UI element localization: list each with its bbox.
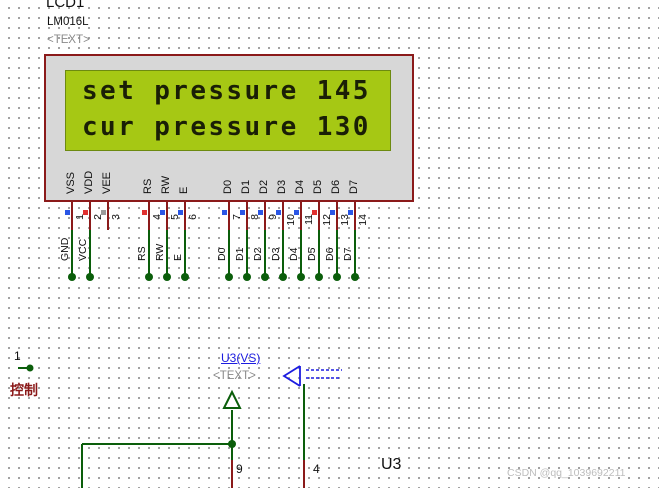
net-label-d6: D6: [324, 247, 336, 261]
lcd-line-1: set pressure 145: [82, 76, 371, 106]
lcd-display-screen: set pressure 145 cur pressure 130: [65, 70, 391, 151]
net-label-d3: D3: [270, 247, 282, 261]
pin-4-label: 4: [313, 462, 320, 476]
junction-dot: [145, 273, 153, 281]
net-label-rw: RW: [154, 243, 166, 261]
junction-dot: [26, 364, 34, 372]
pin-state-indicator: [83, 210, 88, 215]
net-label-gnd: GND: [59, 237, 71, 261]
junction-dot: [68, 273, 76, 281]
junction-dot: [225, 273, 233, 281]
junction-dot: [243, 273, 251, 281]
junction-dot: [86, 273, 94, 281]
pin-number: 8: [249, 214, 261, 220]
net-label-vcc: VCC: [77, 238, 89, 261]
pin-state-indicator: [178, 210, 183, 215]
junction-dot: [297, 273, 305, 281]
pin-state-indicator: [101, 210, 106, 215]
pin-state-indicator: [160, 210, 165, 215]
pin-9-label: 9: [236, 462, 243, 476]
junction-dot: [181, 273, 189, 281]
pin-number: 9: [267, 214, 279, 220]
net-label-rs: RS: [136, 246, 148, 261]
pin-number: 7: [231, 214, 243, 220]
net-label-d2: D2: [252, 247, 264, 261]
net-label-d0: D0: [216, 247, 228, 261]
watermark: CSDN @qq_1039692211: [507, 467, 626, 479]
power-text-placeholder: <TEXT>: [213, 370, 256, 382]
pin-number: 14: [357, 214, 369, 226]
pin-state-indicator: [348, 210, 353, 215]
net-label-d5: D5: [306, 247, 318, 261]
net-label-d7: D7: [342, 247, 354, 261]
net-label-d1: D1: [234, 247, 246, 261]
pin-state-indicator: [65, 210, 70, 215]
power-label: U3(VS): [221, 351, 261, 365]
component-text-placeholder: <TEXT>: [47, 34, 90, 46]
net-label-e: E: [172, 253, 184, 261]
pin-state-indicator: [312, 210, 317, 215]
junction-dot: [163, 273, 171, 281]
pin-state-indicator: [142, 210, 147, 215]
pin-state-indicator: [258, 210, 263, 215]
probe-icon: [282, 365, 301, 387]
pin-state-indicator: [240, 210, 245, 215]
net-label-d4: D4: [288, 247, 300, 261]
power-terminal-arrow: [222, 389, 242, 409]
junction-dot: [261, 273, 269, 281]
junction-dot: [228, 440, 236, 448]
lcd-line-2: cur pressure 130: [82, 112, 371, 142]
junction-dot: [333, 273, 341, 281]
pin-state-indicator: [222, 210, 227, 215]
pin-number: 4: [151, 214, 163, 220]
pin-state-indicator: [294, 210, 299, 215]
pin-number: 2: [92, 214, 104, 220]
pin-number: 5: [169, 214, 181, 220]
pin-number: 3: [110, 214, 122, 220]
pin-state-indicator: [330, 210, 335, 215]
pin-state-indicator: [276, 210, 281, 215]
pin-number: 6: [187, 214, 199, 220]
u3-label: U3: [381, 456, 402, 473]
junction-dot: [315, 273, 323, 281]
junction-dot: [279, 273, 287, 281]
junction-dot: [351, 273, 359, 281]
left-net-label: 控制: [10, 382, 38, 398]
component-part-label: LM016L: [47, 16, 89, 28]
pin-number: 1: [74, 214, 86, 220]
component-ref: LCD1: [46, 0, 85, 11]
left-pin-number: 1: [14, 349, 21, 363]
